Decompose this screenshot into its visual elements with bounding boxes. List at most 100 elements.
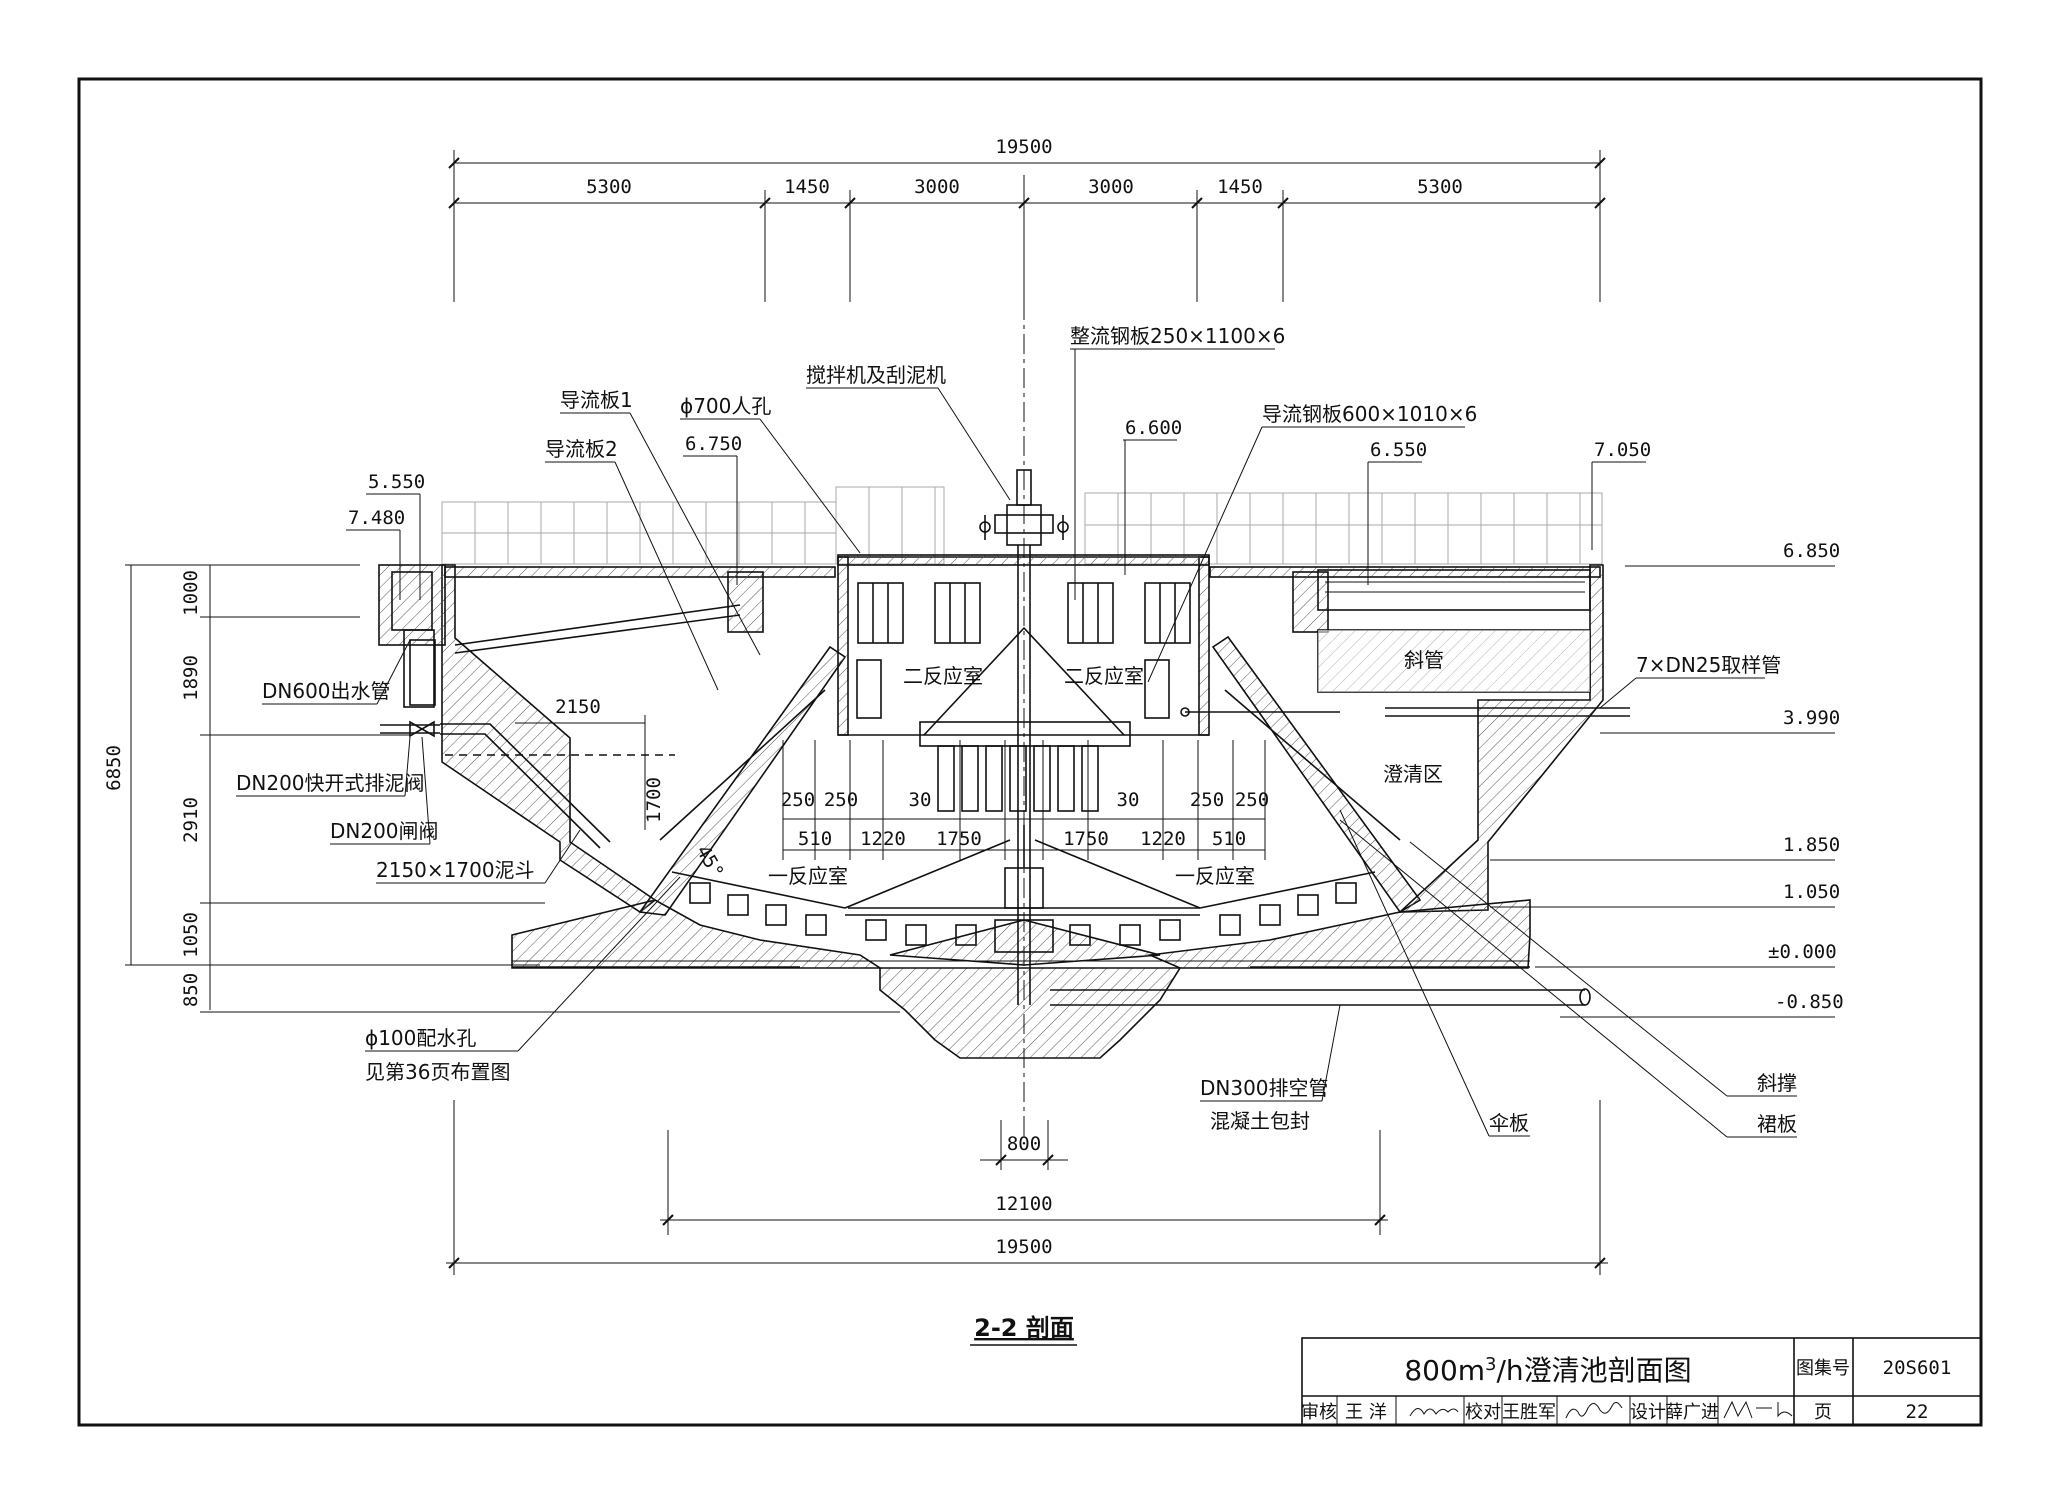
drawing-frame	[77, 77, 1983, 1427]
page-no: 22	[1906, 1401, 1929, 1423]
section-title: 2-2 剖面	[974, 1314, 1074, 1342]
right-elevations: 6.850 3.990 1.850 1.050 ±0.000 -0.850	[1490, 540, 1844, 1018]
dim-left-total: 6850	[103, 745, 125, 791]
label-gate-valve: DN200闸阀	[330, 819, 439, 843]
drawing-title-rest: /h澄清池剖面图	[1496, 1354, 1691, 1387]
elev-right: 6.850	[1783, 540, 1840, 562]
label-mud-hopper: 2150×1700泥斗	[376, 858, 535, 882]
drawing-title-main: 800m	[1404, 1354, 1485, 1387]
elev-right: 1.050	[1783, 881, 1840, 903]
label-rect-plate: 整流钢板250×1100×6	[1070, 324, 1285, 348]
sampling-pipes	[1180, 707, 1630, 717]
dim-inner-r2: 510	[1212, 828, 1246, 850]
drain-pipe	[1050, 988, 1591, 1006]
left-dimensions: 1000 1890 2910 1050 850 6850	[103, 564, 900, 1013]
dim-top-seg: 3000	[1088, 176, 1134, 198]
dim-left-seg: 2910	[180, 797, 202, 843]
label-second-reaction-left: 二反应室	[903, 664, 983, 688]
label-outlet-pipe: DN600出水管	[262, 679, 391, 703]
dim-inner-r2: 1220	[1140, 828, 1186, 850]
dim-top-overall: 19500	[995, 136, 1052, 158]
atlas-no: 20S601	[1883, 1357, 1952, 1379]
elev-top: 6.750	[685, 433, 742, 455]
dim-top-seg: 3000	[914, 176, 960, 198]
label-brace: 斜撑	[1757, 1071, 1797, 1095]
mixer-drive	[979, 469, 1069, 546]
dim-inner-r1: 250	[1190, 789, 1224, 811]
elev-right: 1.850	[1783, 834, 1840, 856]
dim-inner-r2: 1750	[936, 828, 982, 850]
check-label: 校对	[1465, 1402, 1501, 1423]
dim-top-seg: 1450	[784, 176, 830, 198]
dim-top-seg: 1450	[1217, 176, 1263, 198]
label-distribution-hole: ϕ100配水孔	[365, 1026, 476, 1050]
inclined-tube-module	[1317, 569, 1591, 693]
tank-structure	[378, 300, 1630, 1140]
atlas-label: 图集号	[1796, 1358, 1850, 1379]
label-second-reaction-right: 二反应室	[1064, 664, 1144, 688]
elev-top: 6.600	[1125, 417, 1182, 439]
top-dimensions: 19500 5300 1450 3000 3000 1450 5300	[448, 136, 1606, 302]
elev-right: -0.850	[1775, 991, 1844, 1013]
checker-signature	[1565, 1402, 1623, 1419]
railing-grid	[441, 486, 1603, 565]
dim-top-seg: 5300	[1417, 176, 1463, 198]
label-guide-plate-1: 导流板1	[560, 388, 633, 412]
impeller	[919, 721, 1131, 747]
outlet-pipe	[380, 639, 440, 738]
dim-inner-r1: 30	[1117, 789, 1140, 811]
rect-plates	[856, 582, 1191, 719]
umbrella-plate	[1224, 689, 1401, 841]
dim-bottom-center: 800	[1007, 1133, 1041, 1155]
label-guide-plate-2: 导流板2	[545, 437, 618, 461]
label-guide-steel-plate: 导流钢板600×1010×6	[1262, 402, 1477, 426]
page-label: 页	[1814, 1402, 1832, 1423]
dim-left-seg: 1000	[180, 570, 202, 616]
dim-inner-r2: 1750	[1063, 828, 1109, 850]
label-sampling-pipe: 7×DN25取样管	[1636, 653, 1781, 677]
elev-top: 5.550	[368, 471, 425, 493]
inner-dimensions: 250 250 30 30 250 250 510 1220 1750 1750…	[781, 740, 1269, 860]
design-label: 设计	[1630, 1402, 1666, 1423]
dim-inner-r2: 1220	[860, 828, 906, 850]
dim-inner-r1: 30	[909, 789, 932, 811]
label-see-page: 见第36页布置图	[365, 1060, 510, 1084]
designer-name: 薛广进	[1665, 1402, 1719, 1423]
elev-top: 6.550	[1370, 439, 1427, 461]
label-drain-pipe: DN300排空管	[1200, 1076, 1329, 1100]
dim-left-seg: 850	[180, 973, 202, 1007]
callouts: 导流板1 导流板2 ϕ700人孔 搅拌机及刮泥机 整流钢板250×1100×6 …	[236, 324, 1797, 1138]
dim-inner-r2: 510	[798, 828, 832, 850]
designer-signature	[1723, 1400, 1793, 1419]
review-label: 审核	[1301, 1402, 1337, 1423]
label-manhole: ϕ700人孔	[680, 394, 771, 418]
dim-top-seg: 5300	[586, 176, 632, 198]
scraper-arms	[671, 825, 1376, 953]
label-quick-valve: DN200快开式排泥阀	[236, 771, 425, 795]
dim-left-seg: 1050	[180, 912, 202, 958]
mud-height: 1700	[643, 777, 665, 823]
dim-left-seg: 1890	[180, 655, 202, 701]
dim-bottom-overall: 19500	[995, 1236, 1052, 1258]
elev-right: 3.990	[1783, 707, 1840, 729]
elev-top: 7.480	[348, 507, 405, 529]
dim-inner-r1: 250	[781, 789, 815, 811]
label-first-reaction-right: 一反应室	[1175, 864, 1255, 888]
elev-right: ±0.000	[1768, 941, 1837, 963]
reviewer-signature	[1409, 1408, 1459, 1417]
label-umbrella-plate: 伞板	[1489, 1111, 1529, 1135]
mud-width: 2150	[555, 696, 601, 718]
label-concrete-encased: 混凝土包封	[1210, 1109, 1310, 1133]
drawing-title-sup: 3	[1485, 1354, 1496, 1375]
bottom-dimensions: 800 12100 19500	[446, 1100, 1608, 1275]
drawing-title: 800m3/h澄清池剖面图	[1404, 1354, 1691, 1387]
label-skirt-plate: 裙板	[1757, 1112, 1797, 1136]
label-first-reaction-left: 一反应室	[768, 864, 848, 888]
checker-name: 王胜军	[1502, 1402, 1556, 1423]
reviewer-name: 王 洋	[1345, 1402, 1387, 1423]
dim-inner-r1: 250	[1235, 789, 1269, 811]
title-block: 800m3/h澄清池剖面图 图集号 20S601 审核 王 洋 校对 王胜军 设…	[1301, 1337, 1982, 1426]
dim-bottom-inner: 12100	[995, 1193, 1052, 1215]
elev-top: 7.050	[1594, 439, 1651, 461]
scraper-blades	[689, 882, 1357, 946]
